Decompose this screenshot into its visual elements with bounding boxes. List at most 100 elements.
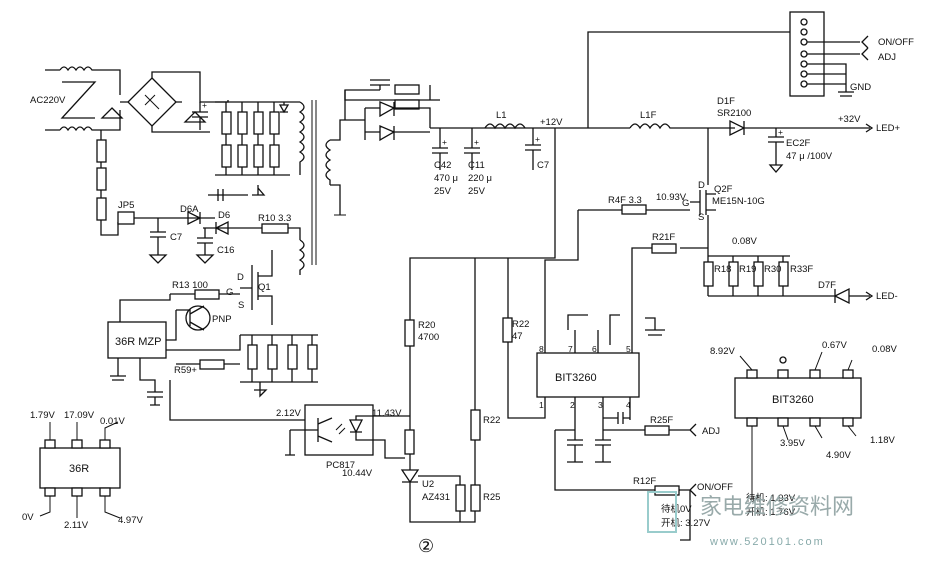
pin7-label: 7 bbox=[568, 344, 573, 354]
pnp-label: PNP bbox=[212, 314, 232, 325]
plus32v-label: +32V bbox=[838, 114, 861, 125]
q2f-d-label: D bbox=[698, 180, 705, 191]
bit3260-main-label: BIT3260 bbox=[555, 372, 597, 384]
ac-input-label: AC220V bbox=[30, 95, 66, 106]
r21f-label: R21F bbox=[652, 232, 675, 243]
r4f-label: R4F 3.3 bbox=[608, 195, 642, 206]
r22a-value: 47 bbox=[512, 331, 523, 342]
figure-number: ② bbox=[418, 536, 434, 556]
ec2f-value: 47 μ /100V bbox=[786, 151, 833, 162]
bit3260-pin8-voltage: 8.92V bbox=[710, 346, 735, 357]
fuse-upper bbox=[96, 139, 107, 163]
led-plus-label: LED+ bbox=[876, 123, 900, 134]
sense-voltage-label: 0.08V bbox=[732, 236, 757, 247]
r13-label: R13 100 bbox=[172, 280, 208, 291]
r13-resistor bbox=[194, 289, 220, 300]
bit3260-main-ic bbox=[536, 352, 640, 398]
led-boost-section: L1F D1F SR2100 +32V LED+ + EC2F 47 μ /10… bbox=[544, 11, 914, 345]
pnp-transistor bbox=[185, 305, 211, 331]
r22a-label: R22 bbox=[512, 319, 529, 330]
gnd-label: GND bbox=[850, 82, 871, 93]
watermark-url-text: www.520101.com bbox=[709, 536, 825, 548]
ic-36r-mzp bbox=[107, 321, 167, 359]
c16-label: C16 bbox=[217, 245, 234, 256]
ic-36r-pin5-voltage: 2.11V bbox=[64, 520, 89, 531]
c42-value: 470 μ bbox=[434, 173, 458, 184]
r12f-label: R12F bbox=[633, 476, 656, 487]
ec2f-label: EC2F bbox=[786, 138, 810, 149]
on-off-label: ON/OFF bbox=[878, 37, 914, 48]
r10-resistor bbox=[261, 223, 289, 234]
ic-36r-pin2-voltage: 17.09V bbox=[64, 410, 95, 421]
bit3260-pin2-voltage: 3.95V bbox=[780, 438, 805, 449]
l1f-label: L1F bbox=[640, 110, 657, 121]
l1-inductor bbox=[484, 123, 526, 130]
pin6-label: 6 bbox=[592, 344, 597, 354]
c11-value: 220 μ bbox=[468, 173, 492, 184]
r30-label: R30 bbox=[764, 264, 781, 275]
bit3260-pin6-voltage: 0.67V bbox=[822, 340, 847, 351]
bit3260-pinout-body bbox=[734, 377, 862, 419]
q2f-s-label: S bbox=[698, 212, 704, 223]
q2f-g-label: G bbox=[682, 198, 689, 209]
plus12v-label: +12V bbox=[540, 117, 563, 128]
r20-label: R20 bbox=[418, 320, 435, 331]
v-11-43-label: 11.43V bbox=[372, 408, 402, 419]
q2f-label: Q2F bbox=[714, 184, 733, 195]
jp5-jumper bbox=[117, 211, 135, 225]
bit3260-pin3-voltage: 4.90V bbox=[826, 450, 851, 461]
watermark: 家电维修资料网 www.520101.com bbox=[647, 491, 854, 548]
c7-primary-label: C7 bbox=[170, 232, 182, 243]
bit3260-pin4-voltage: 1.18V bbox=[870, 435, 895, 446]
svg-text:+: + bbox=[535, 134, 540, 144]
r59-label: R59+ bbox=[174, 365, 197, 376]
poweron-right-label: 开机: 1.76V bbox=[746, 506, 796, 518]
r10-label: R10 3.3 bbox=[258, 213, 291, 224]
r19-label: R19 bbox=[739, 264, 756, 275]
q1-d-label: D bbox=[237, 272, 244, 283]
r22b-resistor bbox=[470, 409, 481, 441]
az431-label: AZ431 bbox=[422, 492, 450, 503]
ic-36r-pin6-voltage: 4.97V bbox=[118, 515, 143, 526]
sr2100-label: SR2100 bbox=[717, 108, 751, 119]
r25-label: R25 bbox=[483, 492, 500, 503]
ic-36r-pin3-voltage: 0.01V bbox=[100, 416, 125, 427]
pc817-label: PC817 bbox=[326, 460, 355, 471]
adj-label: ADJ bbox=[878, 52, 896, 63]
fuse-middle bbox=[96, 167, 107, 191]
q1-label: Q1 bbox=[258, 282, 271, 293]
v-2-12-label: 2.12V bbox=[276, 408, 301, 419]
pin2-label: 2 bbox=[570, 400, 575, 410]
pin5-label: 5 bbox=[626, 344, 631, 354]
c42-label: C42 bbox=[434, 160, 451, 171]
d6a-label: D6A bbox=[180, 204, 199, 215]
me15n-label: ME15N-10G bbox=[712, 196, 765, 207]
v-10-44-label: 10.44V bbox=[342, 468, 373, 479]
feedback-section: R20 4700 R22 47 PC817 2.12V 11.43V 10.44… bbox=[276, 317, 529, 523]
r25f-label: R25F bbox=[650, 415, 673, 426]
u2-label: U2 bbox=[422, 479, 434, 490]
c11-voltage: 25V bbox=[468, 186, 486, 197]
r22b-label: R22 bbox=[483, 415, 500, 426]
secondary-12v-section: + C42 470 μ 25V + C11 220 μ 25V L1 +12V … bbox=[344, 79, 630, 410]
r25-resistor bbox=[470, 484, 481, 512]
r20-resistor bbox=[404, 319, 415, 347]
r25f-resistor bbox=[644, 425, 670, 436]
q1-g-label: G bbox=[226, 287, 233, 298]
svg-text:+: + bbox=[474, 137, 479, 147]
d1f-label: D1F bbox=[717, 96, 735, 107]
ic-36r-pin4-voltage: 0V bbox=[22, 512, 34, 523]
ic-36r-pin1-voltage: 1.79V bbox=[30, 410, 55, 421]
poweron-left-label: 开机: 3.27V bbox=[661, 517, 711, 529]
pin8-label: 8 bbox=[539, 344, 544, 354]
pin3-label: 3 bbox=[598, 400, 603, 410]
ic-36r-mzp-label: 36R MZP bbox=[115, 336, 161, 348]
primary-section: + D6A D6 JP5 C7 C16 bbox=[107, 100, 346, 421]
l1-label: L1 bbox=[496, 110, 507, 121]
d6-label: D6 bbox=[218, 210, 230, 221]
on-off2-label: ON/OFF bbox=[697, 482, 733, 493]
r22a-resistor bbox=[502, 317, 513, 343]
ic-36r-pinout: 36R 1.79V 17.09V 0.01V 0V 2.11V 4.97V bbox=[22, 410, 143, 531]
pin4-label: 4 bbox=[626, 400, 631, 410]
ic-36r-label: 36R bbox=[69, 463, 89, 475]
